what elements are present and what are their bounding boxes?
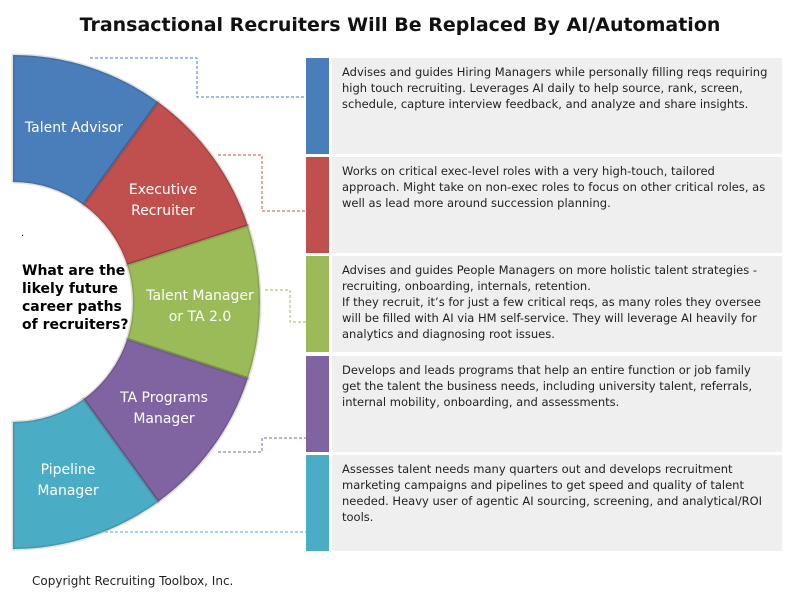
center-question: What are the likely future career paths … — [22, 263, 129, 333]
connector-executive-recruiter — [218, 154, 306, 212]
segment-label-ta-programs-manager: TA Programs Manager — [120, 390, 208, 427]
color-bar — [306, 157, 329, 253]
role-description: Advises and guides People Managers on mo… — [332, 256, 782, 352]
segment-label-pipeline-manager: Pipeline Manager — [37, 462, 99, 499]
segment-talent-advisor — [11, 53, 161, 208]
segment-ta-programs-manager — [81, 337, 250, 504]
role-row-pipeline-manager: Assesses talent needs many quarters out … — [306, 455, 782, 551]
segment-executive-recruiter — [81, 100, 250, 267]
role-description: Works on critical exec-level roles with … — [332, 157, 782, 253]
connector-talent-advisor — [90, 57, 306, 98]
role-description: Assesses talent needs many quarters out … — [332, 455, 782, 551]
color-bar — [306, 356, 329, 452]
dot-mark: . — [21, 228, 25, 239]
color-bar — [306, 256, 329, 352]
segment-label-talent-manager: Talent Manager or TA 2.0 — [146, 288, 254, 325]
role-description: Advises and guides Hiring Managers while… — [332, 58, 782, 154]
role-description: Develops and leads programs that help an… — [332, 356, 782, 452]
color-bar — [306, 58, 329, 154]
role-row-talent-advisor: Advises and guides Hiring Managers while… — [306, 58, 782, 154]
copyright: Copyright Recruiting Toolbox, Inc. — [32, 574, 234, 588]
connector-talent-manager — [265, 289, 306, 323]
page-title: Transactional Recruiters Will Be Replace… — [79, 14, 721, 36]
segment-pipeline-manager — [11, 396, 161, 551]
segment-label-executive-recruiter: Executive Recruiter — [128, 182, 198, 219]
role-row-ta-programs-manager: Develops and leads programs that help an… — [306, 356, 782, 452]
segment-talent-manager — [125, 223, 262, 381]
color-bar — [306, 455, 329, 551]
connector-ta-programs-manager — [218, 437, 306, 453]
role-row-talent-manager: Advises and guides People Managers on mo… — [306, 256, 782, 352]
role-row-executive-recruiter: Works on critical exec-level roles with … — [306, 157, 782, 253]
segment-label-talent-advisor: Talent Advisor — [24, 120, 124, 136]
